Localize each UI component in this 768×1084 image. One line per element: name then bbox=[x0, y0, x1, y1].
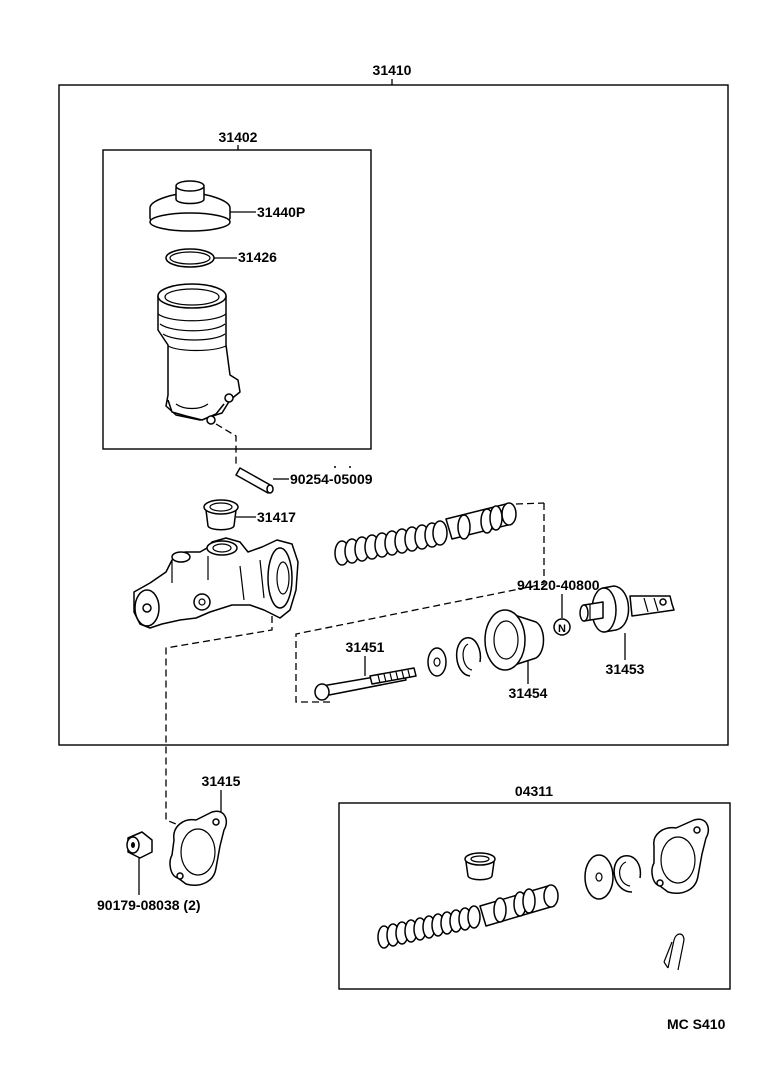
reservoir-tank bbox=[157, 283, 241, 425]
label-kit: 04311 bbox=[515, 783, 553, 799]
kit-snap-ring bbox=[613, 855, 642, 893]
label-reservoir-sub: 31402 bbox=[219, 129, 258, 145]
reservoir-pin bbox=[235, 467, 274, 494]
reservoir-cap bbox=[149, 180, 231, 232]
flange-gasket bbox=[169, 810, 228, 886]
kit-frame bbox=[338, 802, 731, 990]
label-pushrod: 31451 bbox=[346, 639, 385, 655]
n-mark: N bbox=[558, 623, 566, 635]
inlet-grommet bbox=[203, 499, 239, 531]
assembly-frame bbox=[58, 84, 729, 746]
cylinder-body bbox=[133, 537, 299, 629]
label-assembly: 31410 bbox=[373, 62, 412, 78]
label-gasket: 31426 bbox=[238, 249, 277, 265]
label-clevis: 31453 bbox=[606, 661, 645, 677]
kit-grommet bbox=[464, 852, 496, 881]
reservoir-frame bbox=[102, 149, 372, 450]
kit-piston-spring bbox=[377, 884, 559, 949]
dust-boot bbox=[484, 609, 545, 671]
label-pin: 90254-05009 bbox=[290, 471, 373, 487]
piston-spring bbox=[334, 502, 517, 566]
pushrod-washer bbox=[427, 647, 447, 677]
pushrod bbox=[314, 667, 417, 701]
label-boot: 31454 bbox=[509, 685, 548, 701]
kit-washer bbox=[584, 854, 614, 900]
label-nut-n: 94120-40800 bbox=[517, 577, 600, 593]
diagram-code: MC S410 bbox=[667, 1016, 726, 1032]
flange-nut bbox=[126, 831, 153, 859]
kit-cotter-pin bbox=[663, 933, 685, 971]
label-flange-gasket: 31415 bbox=[202, 773, 241, 789]
snap-ring bbox=[456, 637, 482, 677]
label-grommet: 31417 bbox=[257, 509, 296, 525]
label-cap: 31440P bbox=[257, 204, 305, 220]
clevis bbox=[579, 585, 675, 633]
kit-flange-gasket bbox=[651, 818, 710, 894]
n-mark-circle bbox=[553, 618, 571, 636]
label-nut: 90179-08038 (2) bbox=[97, 897, 201, 913]
